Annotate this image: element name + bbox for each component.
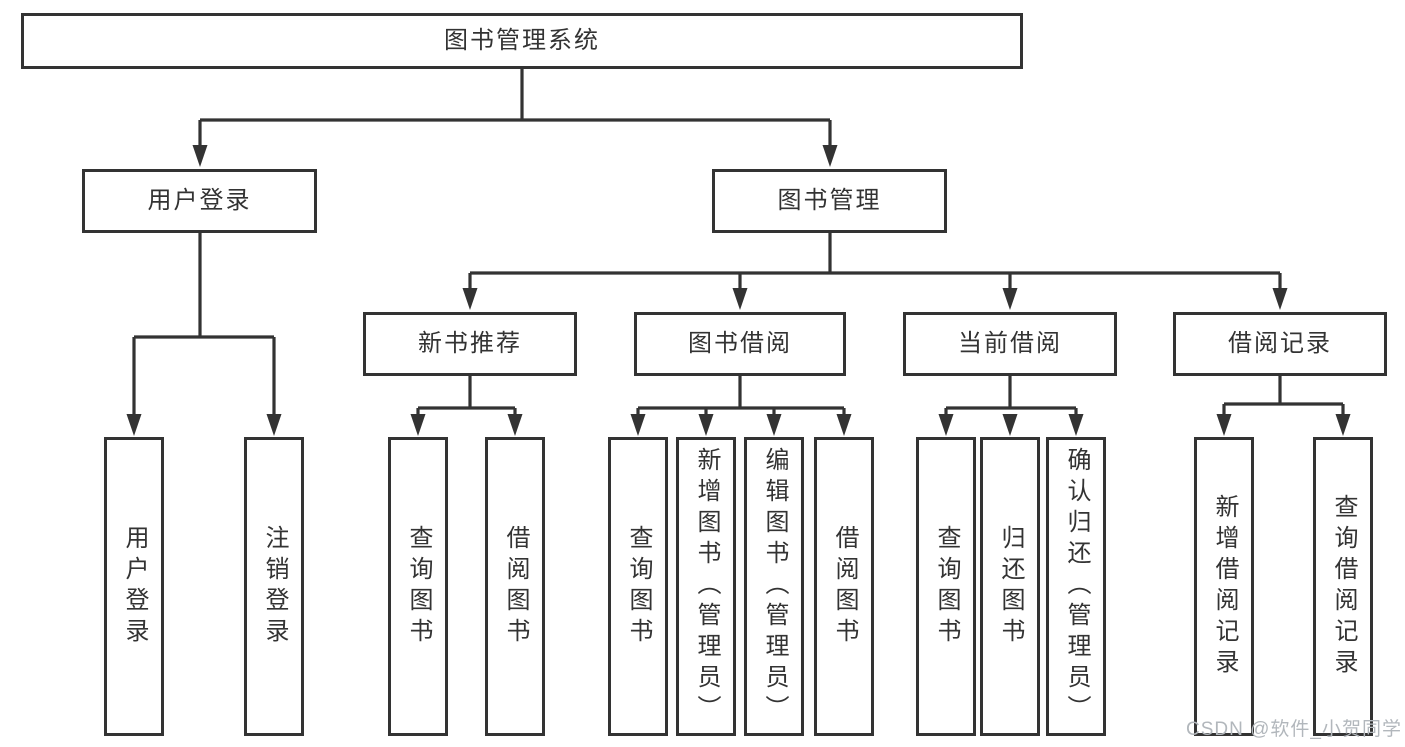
- arrowhead-icon: [732, 288, 748, 310]
- node-label: 图书借阅: [688, 330, 792, 357]
- connector-book-borrow-to-leaves: [630, 376, 852, 436]
- leaf-query-books-recommend: 查询图书: [388, 437, 448, 736]
- node-borrowing-records: 借阅记录: [1173, 312, 1387, 376]
- arrowhead-icon: [1272, 288, 1288, 310]
- node-label: 图书管理系统: [444, 27, 600, 54]
- connector-root-to-level2: [192, 69, 838, 167]
- arrowhead-icon: [822, 145, 838, 167]
- node-book-borrowing: 图书借阅: [634, 312, 846, 376]
- leaf-user-login: 用户登录: [104, 437, 164, 736]
- node-label: 借阅图书: [831, 524, 858, 649]
- leaf-edit-books-admin: 编辑图书（管理员）: [744, 437, 804, 736]
- node-label: 新书推荐: [418, 330, 522, 357]
- leaf-add-books-admin: 新增图书（管理员）: [676, 437, 736, 736]
- connector-new-books-to-leaves: [410, 376, 523, 436]
- arrowhead-icon: [766, 414, 782, 436]
- leaf-query-books-borrowing: 查询图书: [608, 437, 668, 736]
- leaf-query-books-current: 查询图书: [916, 437, 976, 736]
- node-label: 当前借阅: [958, 330, 1062, 357]
- node-label: 图书管理: [777, 187, 882, 214]
- node-label: 查询图书: [625, 524, 652, 649]
- csdn-watermark: CSDN @软件_小贺同学: [1186, 719, 1402, 740]
- node-label: 查询图书: [405, 524, 432, 649]
- node-current-borrowing: 当前借阅: [903, 312, 1117, 376]
- leaf-confirm-return-admin: 确认归还（管理员）: [1046, 437, 1106, 736]
- arrowhead-icon: [1002, 414, 1018, 436]
- arrowhead-icon: [126, 414, 142, 436]
- arrowhead-icon: [1002, 288, 1018, 310]
- node-label: 注销登录: [261, 524, 288, 649]
- leaf-return-books: 归还图书: [980, 437, 1040, 736]
- node-label: 用户登录: [147, 187, 252, 214]
- node-user-login: 用户登录: [82, 169, 317, 233]
- node-label: 确认归还（管理员）: [1063, 447, 1090, 726]
- node-label: 归还图书: [997, 524, 1024, 649]
- connector-current-borrow-to-leaves: [938, 376, 1084, 436]
- arrowhead-icon: [507, 414, 523, 436]
- connector-book-mgmt-to-level3: [462, 233, 1288, 310]
- node-label: 用户登录: [121, 524, 148, 649]
- node-new-book-recommend: 新书推荐: [363, 312, 577, 376]
- node-label: 编辑图书（管理员）: [761, 447, 788, 726]
- arrowhead-icon: [836, 414, 852, 436]
- leaf-logout: 注销登录: [244, 437, 304, 736]
- arrowhead-icon: [698, 414, 714, 436]
- connector-borrow-records-to-leaves: [1216, 376, 1351, 436]
- node-library-management-system: 图书管理系统: [21, 13, 1023, 69]
- arrowhead-icon: [630, 414, 646, 436]
- arrowhead-icon: [410, 414, 426, 436]
- arrowhead-icon: [1216, 414, 1232, 436]
- leaf-query-borrow-record: 查询借阅记录: [1313, 437, 1373, 736]
- leaf-borrow-books-recommend: 借阅图书: [485, 437, 545, 736]
- arrowhead-icon: [192, 145, 208, 167]
- node-label: 借阅图书: [502, 524, 529, 649]
- connector-user-login-to-leaves: [126, 233, 282, 436]
- arrowhead-icon: [938, 414, 954, 436]
- arrowhead-icon: [1335, 414, 1351, 436]
- node-label: 查询图书: [933, 524, 960, 649]
- leaf-add-borrow-record: 新增借阅记录: [1194, 437, 1254, 736]
- node-label: 查询借阅记录: [1330, 493, 1357, 680]
- leaf-borrow-books: 借阅图书: [814, 437, 874, 736]
- arrowhead-icon: [1068, 414, 1084, 436]
- arrowhead-icon: [266, 414, 282, 436]
- arrowhead-icon: [462, 288, 478, 310]
- node-book-management: 图书管理: [712, 169, 947, 233]
- node-label: 新增借阅记录: [1211, 493, 1238, 680]
- node-label: 新增图书（管理员）: [693, 447, 720, 726]
- node-label: 借阅记录: [1228, 330, 1332, 357]
